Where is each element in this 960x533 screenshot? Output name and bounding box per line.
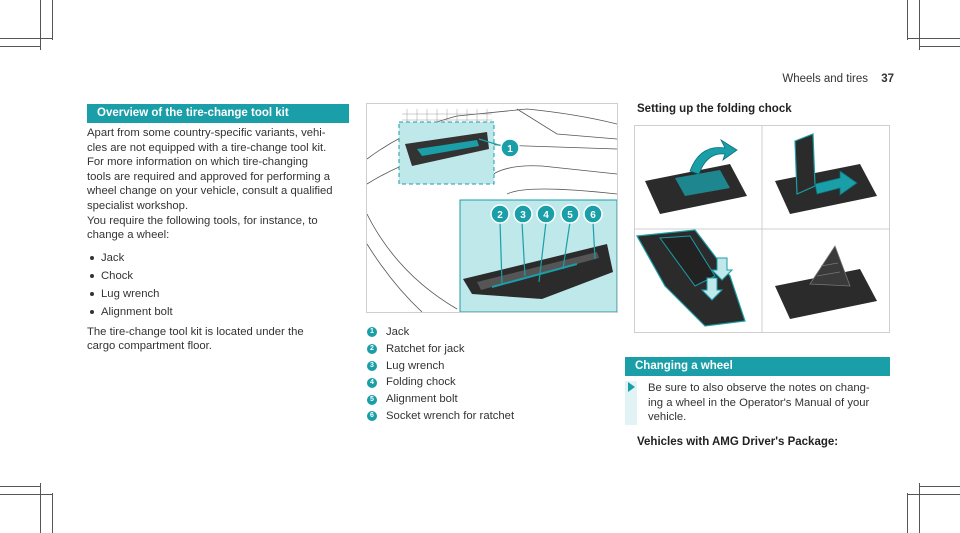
legend-number: 4 — [367, 377, 377, 388]
text-line: cles are not equipped with a tire-change… — [87, 141, 327, 154]
list-item: Chock — [87, 267, 355, 285]
subheading-amg: Vehicles with AMG Driver's Package: — [637, 436, 839, 448]
legend-number: 6 — [367, 411, 377, 422]
text-line: Apart from some country-specific variant… — [87, 127, 326, 139]
folding-chock-illustration — [634, 125, 890, 333]
callout-1: 1 — [507, 144, 513, 155]
text-line: cargo compartment floor. — [87, 340, 212, 353]
callout-5: 5 — [567, 210, 573, 221]
note-bar — [625, 381, 637, 425]
list-item: Jack — [87, 249, 355, 267]
legend-number: 2 — [367, 344, 377, 355]
subheading-folding-chock: Setting up the folding chock — [637, 103, 792, 115]
legend-label: Ratchet for jack — [386, 342, 465, 355]
crop-mark — [0, 486, 40, 487]
legend-item: 2 Ratchet for jack — [367, 341, 514, 358]
legend-label: Alignment bolt — [386, 393, 458, 406]
crop-mark — [908, 494, 960, 495]
text-line: tools are required and approved for perf… — [87, 170, 331, 183]
section-heading-text: Overview of the tire-change tool kit — [97, 107, 289, 119]
legend-item: 3 Lug wrench — [367, 358, 514, 375]
tool-list: Jack Chock Lug wrench Alignment bolt — [87, 249, 355, 321]
text-line: ing a wheel in the Operator's Manual of … — [648, 396, 870, 409]
legend-item: 6 Socket wrench for ratchet — [367, 408, 514, 425]
section-heading-changing-wheel: Changing a wheel — [625, 357, 890, 376]
running-header: Wheels and tires 37 — [782, 73, 894, 85]
text-line: You require the following tools, for ins… — [87, 214, 318, 227]
crop-mark — [919, 483, 920, 533]
crop-mark — [0, 494, 52, 495]
note-text: Be sure to also observe the notes on cha… — [648, 381, 898, 425]
legend-label: Lug wrench — [386, 359, 445, 372]
crop-mark — [0, 38, 52, 39]
tool-kit-illustration: 1 2 3 4 5 6 — [366, 103, 618, 313]
page-number: 37 — [881, 73, 894, 85]
legend-item: 5 Alignment bolt — [367, 391, 514, 408]
callout-3: 3 — [520, 210, 526, 221]
legend-item: 1 Jack — [367, 324, 514, 341]
trunk-illustration: 1 2 3 4 5 6 — [367, 108, 617, 312]
header-section: Wheels and tires — [782, 73, 868, 85]
text-line: vehicle. — [648, 411, 687, 424]
crop-mark — [40, 483, 41, 533]
crop-mark — [908, 38, 960, 39]
text-line: change a wheel: — [87, 229, 170, 242]
section-heading-text: Changing a wheel — [635, 360, 733, 372]
section-heading: Overview of the tire-change tool kit — [87, 104, 349, 123]
text-line: specialist workshop. — [87, 199, 189, 212]
crop-mark — [52, 493, 53, 533]
arrow-right-icon — [628, 382, 635, 392]
crop-mark — [0, 46, 40, 47]
legend-number: 5 — [367, 394, 377, 405]
legend-number: 3 — [367, 360, 377, 371]
legend-label: Folding chock — [386, 376, 456, 389]
crop-mark — [920, 486, 960, 487]
crop-mark — [52, 0, 53, 40]
crop-mark — [907, 493, 908, 533]
intro-text: Apart from some country-specific variant… — [87, 126, 355, 354]
crop-mark — [40, 0, 41, 50]
legend-number: 1 — [367, 327, 377, 338]
callout-2: 2 — [497, 210, 503, 221]
callout-6: 6 — [590, 210, 596, 221]
crop-mark — [907, 0, 908, 40]
list-item: Lug wrench — [87, 285, 355, 303]
text-line: For more information on which tire-chang… — [87, 156, 309, 169]
chock-steps-illustration — [635, 126, 889, 332]
legend: 1 Jack 2 Ratchet for jack 3 Lug wrench 4 Fol… — [367, 324, 514, 425]
text-line: The tire-change tool kit is located unde… — [87, 325, 304, 338]
text-line: Be sure to also observe the notes on cha… — [648, 382, 870, 394]
callout-4: 4 — [543, 210, 549, 221]
crop-mark — [919, 0, 920, 50]
crop-mark — [920, 46, 960, 47]
text-line: wheel change on your vehicle, consult a … — [87, 185, 333, 198]
list-item: Alignment bolt — [87, 303, 355, 321]
legend-item: 4 Folding chock — [367, 374, 514, 391]
legend-label: Socket wrench for ratchet — [386, 409, 515, 422]
legend-label: Jack — [386, 326, 410, 338]
